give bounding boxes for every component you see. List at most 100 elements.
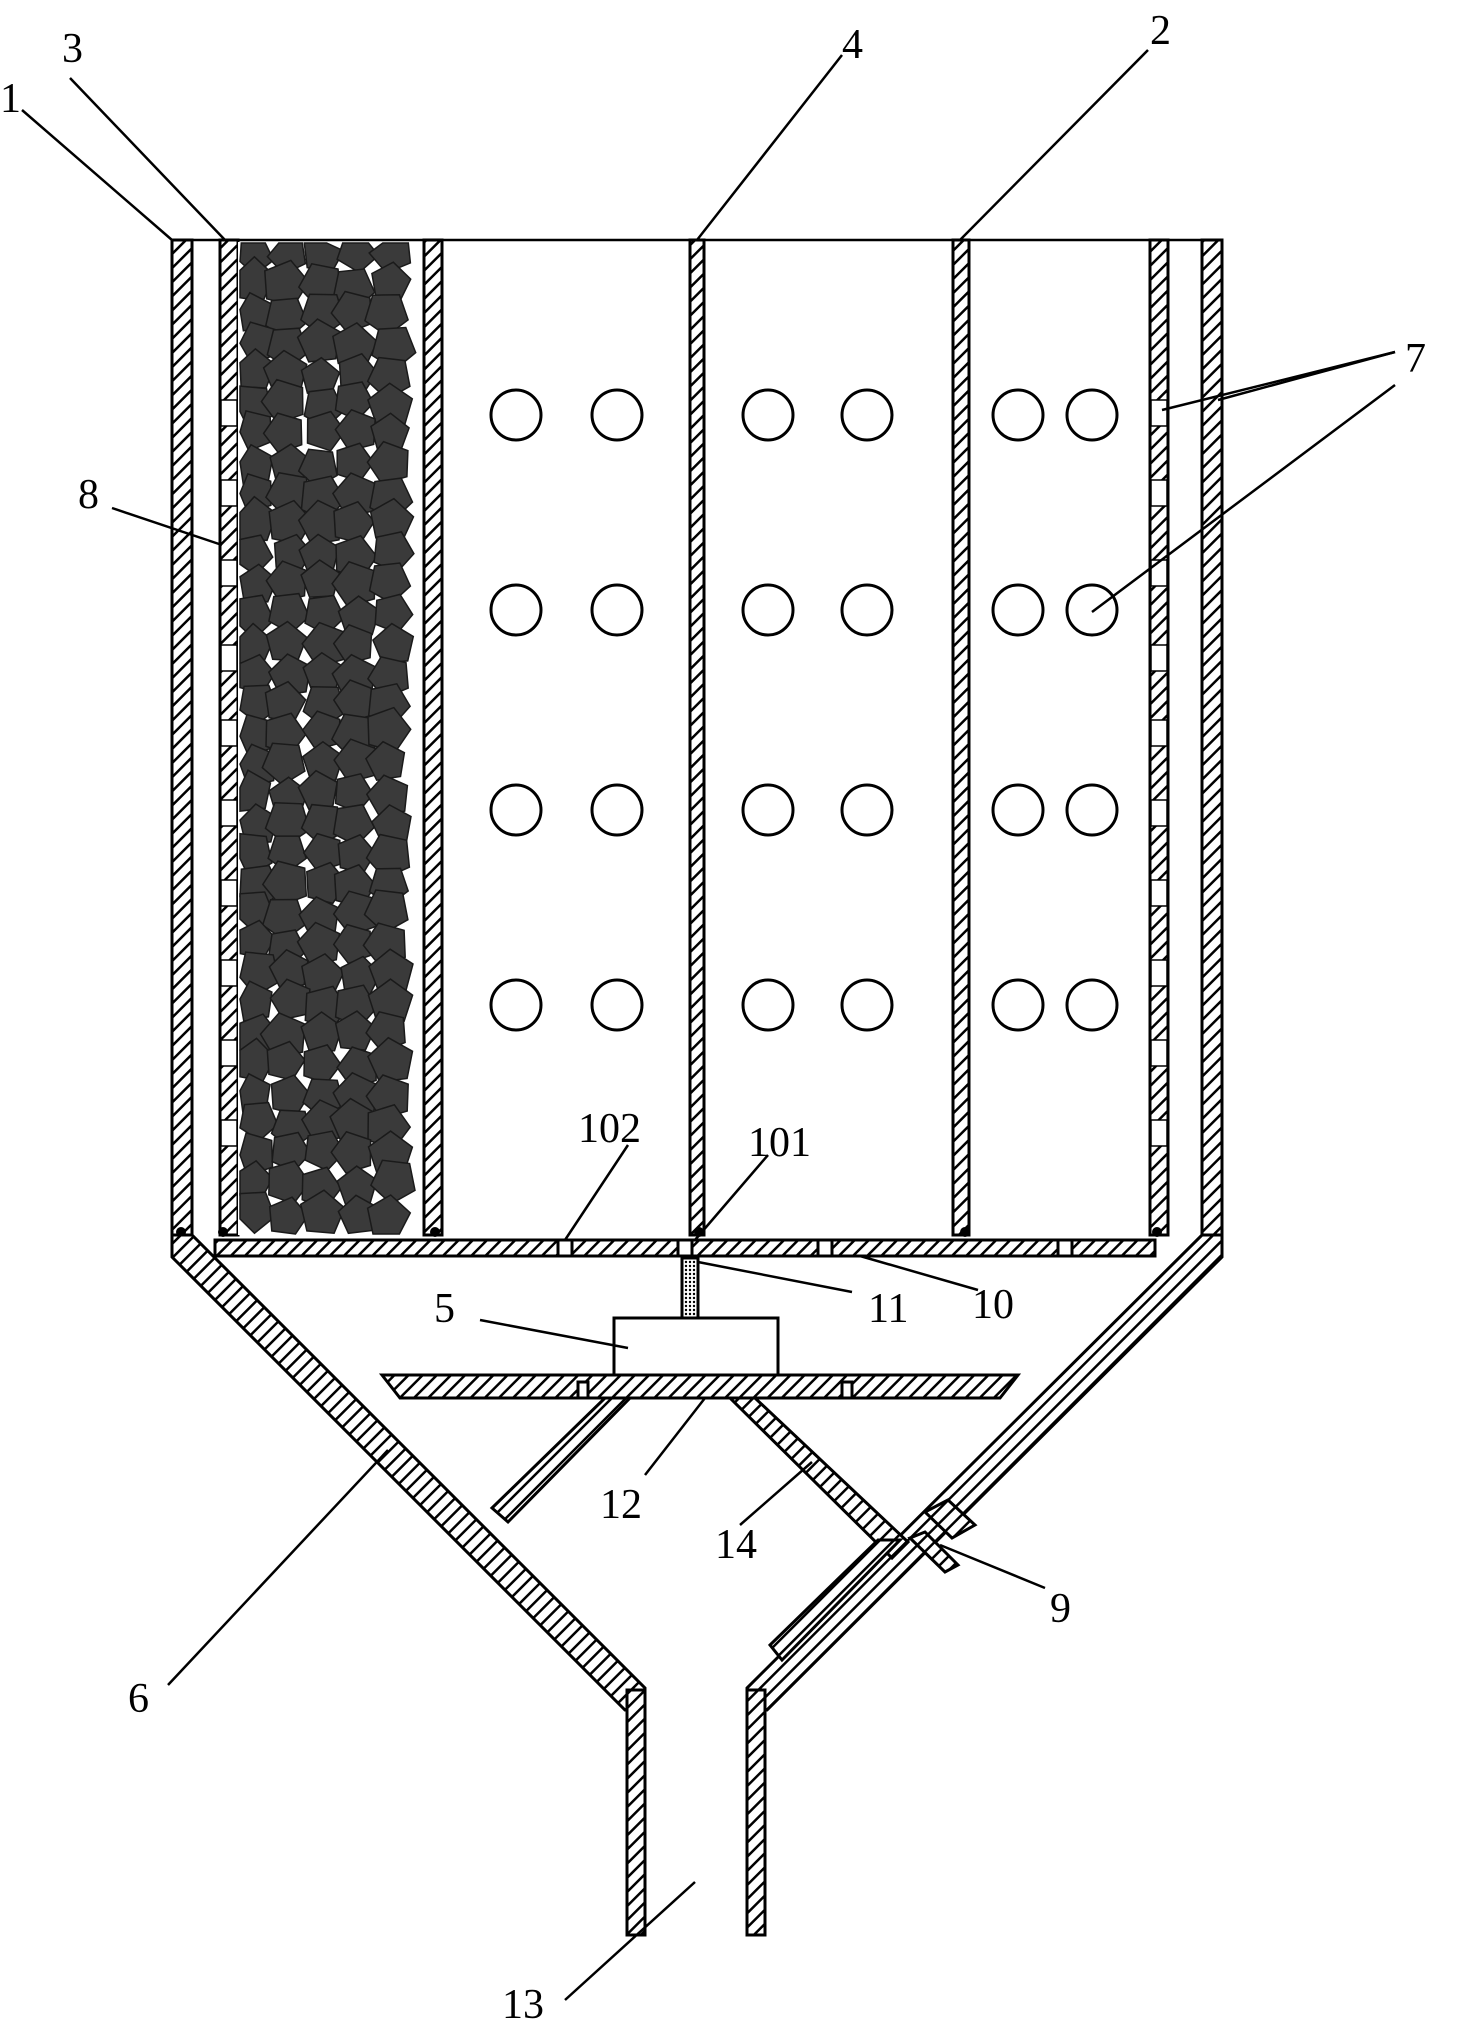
- right-partition-wall: [951, 238, 971, 1237]
- media-particle: [366, 440, 409, 485]
- leader-3: [69, 77, 226, 241]
- media-particle: [363, 889, 409, 934]
- label-12: 12: [600, 1482, 642, 1528]
- wall-slot: [220, 644, 238, 672]
- wall-slot: [1150, 1039, 1168, 1067]
- center-partition-wall: [688, 238, 706, 1237]
- leader-10: [859, 1254, 979, 1292]
- media-particle: [303, 1044, 342, 1085]
- valve-body: [922, 1498, 978, 1540]
- leader-1: [21, 109, 173, 241]
- media-partition-wall: [422, 238, 444, 1237]
- vent-hole-icon: [741, 783, 795, 837]
- media-particle: [365, 774, 409, 818]
- vent-hole-icon: [489, 583, 543, 637]
- leader-102: [563, 1144, 630, 1241]
- label-102: 102: [578, 1106, 641, 1152]
- leader-4: [696, 54, 843, 241]
- media-particle: [366, 1036, 414, 1083]
- vent-hole-icon: [590, 978, 644, 1032]
- vent-hole-icon: [741, 388, 795, 442]
- vent-hole-icon: [840, 783, 894, 837]
- media-particle: [301, 740, 345, 781]
- wall-slot: [1150, 799, 1168, 827]
- media-particle: [364, 740, 406, 782]
- label-3: 3: [62, 26, 83, 72]
- vent-hole-icon: [741, 978, 795, 1032]
- label-6: 6: [128, 1676, 149, 1722]
- vent-hole-icon: [991, 388, 1045, 442]
- wall-slot: [220, 1119, 238, 1147]
- vent-hole-icon: [1065, 583, 1119, 637]
- vent-hole-icon: [840, 388, 894, 442]
- vent-hole-icon: [840, 978, 894, 1032]
- wall-slot: [1150, 644, 1168, 672]
- leader-13: [564, 1881, 696, 2001]
- vent-hole-icon: [590, 388, 644, 442]
- media-particle: [266, 1040, 306, 1082]
- media-particle: [239, 769, 272, 812]
- frame-leg-right: [726, 1396, 911, 1561]
- media-particle: [301, 710, 341, 751]
- media-particle: [299, 1189, 346, 1234]
- label-10: 10: [972, 1282, 1014, 1328]
- vent-hole-icon: [840, 583, 894, 637]
- media-particle: [367, 706, 412, 753]
- wall-slot: [1150, 559, 1168, 587]
- leader-101: [694, 1154, 769, 1241]
- wall-slot: [220, 479, 238, 507]
- media-particle: [262, 412, 303, 454]
- wall-slot: [1150, 479, 1168, 507]
- support-dot: [218, 1227, 228, 1237]
- leader-6: [167, 1449, 389, 1686]
- label-14: 14: [715, 1522, 757, 1568]
- support-dot: [430, 1227, 440, 1237]
- leader-5: [479, 1318, 629, 1350]
- vent-holes: [489, 388, 1119, 1032]
- label-9: 9: [1050, 1586, 1071, 1632]
- plate-gap-102: [556, 1238, 574, 1258]
- vent-hole-icon: [991, 583, 1045, 637]
- vent-hole-icon: [590, 783, 644, 837]
- vent-hole-icon: [991, 978, 1045, 1032]
- wall-slot: [1150, 879, 1168, 907]
- vent-hole-icon: [741, 583, 795, 637]
- vent-hole-icon: [489, 978, 543, 1032]
- wall-slot: [220, 719, 238, 747]
- media-particle: [304, 1130, 345, 1172]
- leader-9: [939, 1543, 1046, 1590]
- filter-media-particles: [239, 242, 417, 1235]
- support-dot: [1152, 1227, 1162, 1237]
- frame-leg-right-lower: [767, 1538, 904, 1663]
- plate-gap-a: [816, 1238, 834, 1258]
- motor-box: [612, 1316, 780, 1378]
- wall-slot: [1150, 1119, 1168, 1147]
- distributor-disc: [378, 1373, 1022, 1400]
- vent-hole-icon: [489, 388, 543, 442]
- media-particle: [304, 594, 346, 636]
- label-4: 4: [842, 22, 863, 68]
- media-particle: [332, 803, 376, 847]
- support-dot: [694, 1227, 704, 1237]
- label-5: 5: [434, 1286, 455, 1332]
- leader-11: [697, 1260, 853, 1294]
- wall-slot: [220, 879, 238, 907]
- label-8: 8: [78, 472, 99, 518]
- leader-2: [959, 49, 1149, 241]
- vent-hole-icon: [1065, 783, 1119, 837]
- outlet-pipe-right-wall: [745, 1688, 767, 1937]
- media-particle: [366, 1194, 412, 1235]
- media-particle: [336, 442, 375, 483]
- label-2: 2: [1150, 8, 1171, 54]
- support-dot: [960, 1227, 970, 1237]
- leader-12: [644, 1397, 706, 1476]
- frame-leg-left: [489, 1396, 634, 1525]
- label-7: 7: [1405, 336, 1426, 382]
- media-particle: [264, 680, 307, 723]
- vent-hole-icon: [991, 783, 1045, 837]
- wall-slot: [220, 799, 238, 827]
- hopper-left-wall: [170, 1233, 647, 1712]
- media-particle: [239, 1191, 276, 1235]
- valve-handle: [907, 1530, 961, 1574]
